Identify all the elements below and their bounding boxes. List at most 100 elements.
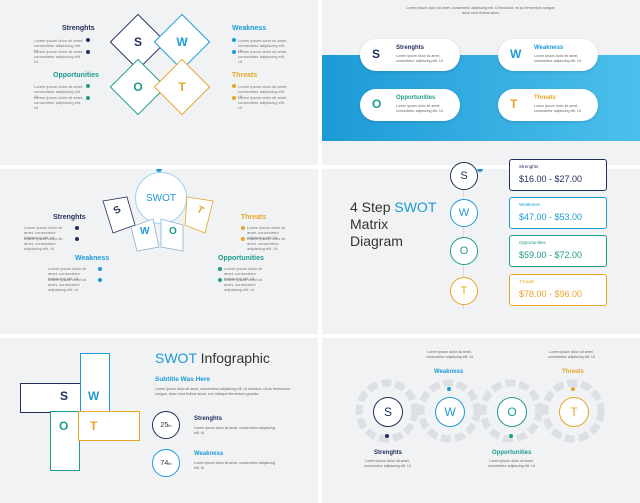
step-letter-t: T xyxy=(460,285,468,297)
slide-4-steps-visible: S xyxy=(322,162,640,334)
ring-text-weakness: Lorem ipsum dolor sit amet, consectetur … xyxy=(426,350,473,359)
ring-circle-t: T xyxy=(559,397,589,427)
pill-title-weakness: Weakness xyxy=(534,45,564,51)
price-box-weakness: Weakness $47.00 - $53.00 xyxy=(509,197,607,229)
price-label-threats: Threats xyxy=(519,279,535,284)
pill-letter-s: S xyxy=(372,47,381,61)
matrix-title-line3: Diagram xyxy=(350,233,403,249)
price-label-opportunities: Opportunities xyxy=(519,240,546,245)
opportunities-bullet xyxy=(86,84,90,88)
stat-num-25: 25 xyxy=(160,421,169,429)
radial-letter-o: O xyxy=(169,226,177,237)
opportunities-text: Lorem ipsum dolor sit amet, consectetur … xyxy=(34,84,84,99)
strengths-title: Strenghts xyxy=(62,25,95,32)
r-weakness-bullet-2 xyxy=(98,278,102,282)
weakness-bullet-2 xyxy=(232,50,236,54)
letter-o: O xyxy=(133,80,143,94)
ring-letter-o: O xyxy=(507,405,517,419)
infographic-title: SWOT Infographic xyxy=(155,350,270,366)
slide-2-pill-swot[interactable]: Lorem ipsum dolor sit amet, consectetur … xyxy=(322,0,640,165)
price-value-opportunities: $59.00 - $72.00 xyxy=(519,250,583,260)
price-label-weakness: Weakness xyxy=(519,202,540,207)
r-strengths-bullet xyxy=(75,226,79,230)
price-label-strengths: Strenghts xyxy=(519,164,539,169)
cross-box-s xyxy=(20,383,82,413)
pill-opportunities: O Opportunities Lorem ipsum dolor sit am… xyxy=(360,89,460,121)
r-opportunities-title: Opportunities xyxy=(218,255,264,262)
cross-letter-s: S xyxy=(60,389,69,403)
cross-letter-t: T xyxy=(90,419,98,433)
strengths-bullet xyxy=(86,38,90,42)
ring-dot-t xyxy=(571,387,575,391)
tagline: Lorem ipsum dolor sit amet, consectetur … xyxy=(406,6,556,15)
top-marker-dot xyxy=(156,169,162,172)
threats-title: Threats xyxy=(232,72,258,79)
slide-3-radial-swot[interactable]: SWOT S W O T Strenghts Lorem ipsum dolor… xyxy=(0,169,318,334)
threats-text: Lorem ipsum dolor sit amet, consectetur … xyxy=(238,84,288,99)
opportunities-text-2: Lorem ipsum dolor sit amet, consectetur … xyxy=(34,95,84,110)
segment-w xyxy=(130,218,160,252)
ring-title-weakness: Weakness xyxy=(434,369,464,375)
step-letter-o: O xyxy=(459,245,469,257)
ring-circle-s: S xyxy=(373,397,403,427)
threats-text-2: Lorem ipsum dolor sit amet, consectetur … xyxy=(238,95,288,110)
pill-letter-w: W xyxy=(510,47,522,61)
letter-s: S xyxy=(133,35,142,49)
r-threats-title: Threats xyxy=(241,214,267,221)
price-box-threats: Threats $78.00 - $96.00 xyxy=(509,274,607,306)
r-opportunities-text-2: Lorem ipsum dolor sit amet, consectetur … xyxy=(224,277,263,292)
slide-5-swot-infographic[interactable]: S W O T SWOT Infographic Subtitle Was He… xyxy=(0,338,318,503)
ring-dot-o xyxy=(509,434,513,438)
infographic-subtitle: Subtitle Was Here xyxy=(155,376,211,383)
ring-circle-o: O xyxy=(497,397,527,427)
matrix-title-line2: Matrix xyxy=(350,216,389,232)
pill-weakness: W Weakness Lorem ipsum dolor sit amet, c… xyxy=(498,39,598,71)
ring-text-threats: Lorem ipsum dolor sit amet, consectetur … xyxy=(548,350,595,359)
weakness-title: Weakness xyxy=(232,25,267,32)
ring-dot-w xyxy=(447,387,451,391)
matrix-title: 4 Step SWOT Matrix Diagram xyxy=(350,199,436,250)
r-strengths-title: Strenghts xyxy=(53,214,86,221)
pill-threats: T Threats Lorem ipsum dolor sit amet, co… xyxy=(498,89,598,121)
r-strengths-text: Lorem ipsum dolor sit amet, consectetur … xyxy=(24,225,63,240)
infographic-body: Lorem ipsum dolor sit amet, consectetur … xyxy=(155,387,291,396)
r-threats-text: Lorem ipsum dolor sit amet, consectetur … xyxy=(247,225,286,240)
threats-bullet-2 xyxy=(232,96,236,100)
weakness-text: Lorem ipsum dolor sit amet, consectetur … xyxy=(238,38,288,53)
r-weakness-text: Lorem ipsum dolor sit amet, consectetur … xyxy=(48,266,87,281)
pill-text-strengths: Lorem ipsum dolor sit amet, consectetur … xyxy=(396,54,443,63)
r-opportunities-text: Lorem ipsum dolor sit amet, consectetur … xyxy=(224,266,263,281)
stat-label-strengths: Strenghts xyxy=(194,416,223,422)
ring-letter-s: S xyxy=(383,405,392,419)
step-circle-s: S xyxy=(450,162,478,190)
ring-dot-s xyxy=(385,434,389,438)
matrix-title-pre: 4 Step xyxy=(350,199,395,215)
letter-t: T xyxy=(178,80,186,94)
slide-6-ring-swot[interactable]: S W O T Lorem ipsum dolor sit amet, cons… xyxy=(322,338,640,503)
radial-segments xyxy=(102,196,214,252)
price-value-strengths: $16.00 - $27.00 xyxy=(519,174,583,184)
pill-text-threats: Lorem ipsum dolor sit amet, consectetur … xyxy=(534,104,581,113)
matrix-title-accent: SWOT xyxy=(394,199,437,215)
slide-1-diamond-swot[interactable]: Strenghts Lorem ipsum dolor sit amet, co… xyxy=(0,0,318,165)
segment-s xyxy=(102,196,136,234)
infographic-title-rest: Infographic xyxy=(196,350,270,366)
pill-title-strengths: Strenghts xyxy=(396,45,425,51)
letter-w: W xyxy=(176,35,188,49)
strengths-bullet-2 xyxy=(86,50,90,54)
price-box-opportunities: Opportunities $59.00 - $72.00 xyxy=(509,235,607,267)
opportunities-title: Opportunities xyxy=(53,72,99,79)
stat-sup-25: th xyxy=(168,422,172,428)
segment-o xyxy=(160,218,184,252)
strengths-text-2: Lorem ipsum dolor sit amet, consectetur … xyxy=(34,49,84,64)
pill-title-opportunities: Opportunities xyxy=(396,95,436,101)
threats-bullet xyxy=(232,84,236,88)
cross-letter-w: W xyxy=(88,389,100,403)
stat-label-weakness: Weakness xyxy=(194,451,224,457)
r-weakness-bullet xyxy=(98,267,102,271)
slide-4-steps-visible-2: W O T Strenghts $16.00 - $27.00 Weakness… xyxy=(322,159,640,334)
ring-title-opportunities: Opportunities xyxy=(492,450,532,456)
radial-letter-w: W xyxy=(140,226,150,237)
